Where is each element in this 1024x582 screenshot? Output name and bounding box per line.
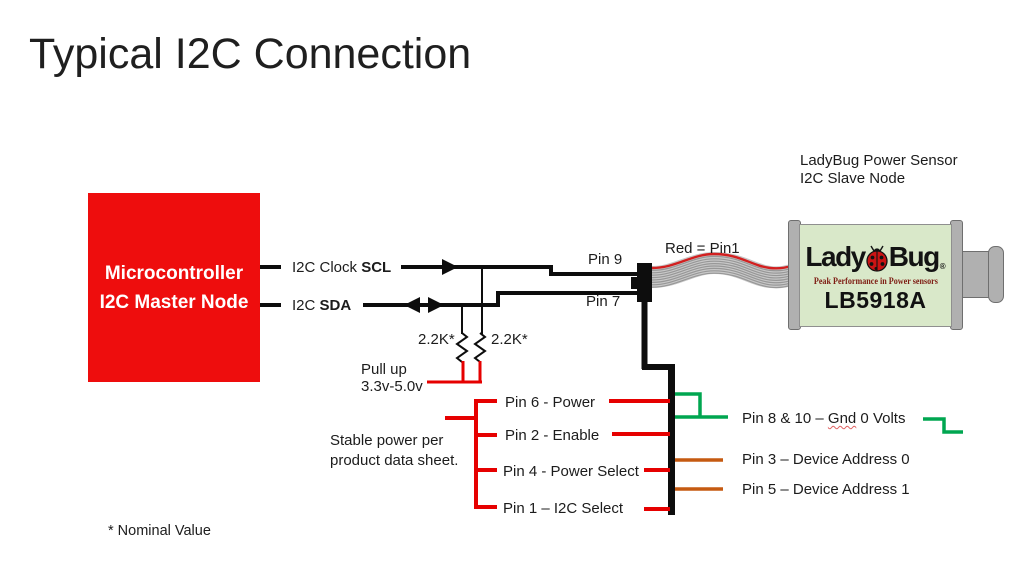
address-wires	[675, 458, 723, 491]
pin7-label: Pin 7	[586, 293, 621, 310]
microcontroller-label-line2: I2C Master Node	[99, 291, 249, 313]
stable-power-note: Stable power per product data sheet.	[330, 432, 459, 469]
sensor-tagline: Peak Performance in Power sensors	[813, 275, 938, 286]
pin3-addr0-label: Pin 3 – Device Address 0	[742, 451, 910, 468]
resistor-right-symbol	[473, 332, 487, 363]
logo-lady-text: Lady	[805, 240, 866, 272]
pullup-label: Pull up 3.3v-5.0v	[361, 361, 423, 395]
pin1-i2c-select-label: Pin 1 – I2C Select	[503, 500, 624, 517]
logo-bug-text: Bug	[888, 240, 940, 272]
pin9-label: Pin 9	[588, 251, 623, 268]
power-manifold	[474, 399, 497, 509]
sensor-caption: LadyBug Power Sensor I2C Slave Node	[800, 152, 958, 187]
pin2-enable-label: Pin 2 - Enable	[505, 427, 600, 444]
red-power-wires	[427, 361, 670, 511]
ribbon-cable	[652, 254, 791, 288]
resistor-left-label: 2.2K*	[418, 331, 455, 348]
resistor-left-symbol	[455, 332, 469, 363]
ground-step-symbol	[923, 417, 963, 434]
sda-label: I2C SDA	[292, 297, 352, 314]
pin6-power-label: Pin 6 - Power	[505, 394, 596, 411]
pin5-addr1-label: Pin 5 – Device Address 1	[742, 481, 910, 498]
microcontroller-block: Microcontroller I2C Master Node	[88, 193, 260, 382]
sensor-rf-connector-neck	[962, 251, 992, 298]
footnote: * Nominal Value	[108, 523, 211, 539]
resistor-right-label: 2.2K*	[491, 331, 528, 348]
sensor-rf-connector-cap	[988, 246, 1004, 303]
ladybug-logo: Lady Bug ®	[805, 240, 945, 274]
ground-wires	[675, 392, 963, 434]
pin4-power-select-label: Pin 4 - Power Select	[503, 463, 639, 480]
scl-label: I2C Clock SCL	[292, 259, 392, 276]
red-pin1-label: Red = Pin1	[665, 240, 740, 257]
ladybug-icon	[866, 245, 888, 272]
sensor-model-number: LB5918A	[824, 286, 927, 313]
sda-left-arrow-icon	[404, 297, 420, 313]
wire-arrowheads	[404, 259, 458, 313]
registered-mark: ®	[939, 261, 946, 271]
ribbon-connector	[631, 263, 652, 302]
microcontroller-label-line1: Microcontroller	[104, 262, 244, 284]
scl-arrow-icon	[442, 259, 458, 275]
sda-right-arrow-icon	[428, 297, 444, 313]
page-title: Typical I2C Connection	[29, 30, 472, 78]
pin8-10-gnd-label: Pin 8 & 10 – Gnd 0 Volts	[742, 410, 906, 427]
sensor-body: Lady Bug ® Peak Performance in Power sen…	[799, 224, 952, 327]
